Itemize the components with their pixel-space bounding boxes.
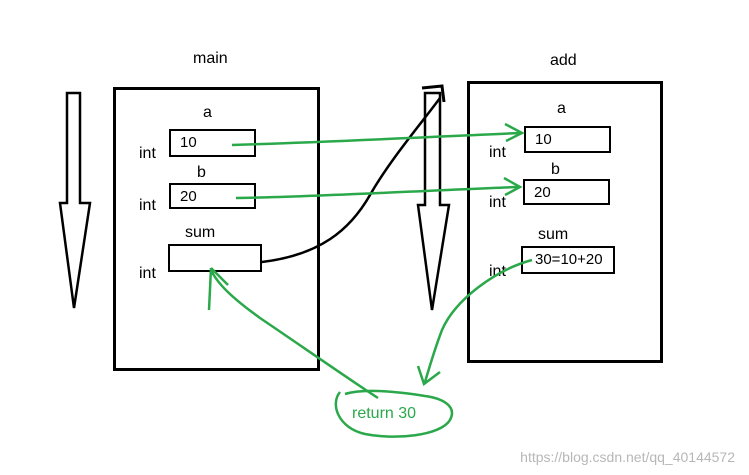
pass-b-arrow — [235, 185, 519, 200]
main-var-b-value: 20 — [169, 183, 256, 209]
pass-a-arrow — [231, 131, 521, 147]
add-var-a-type: int — [489, 144, 506, 161]
pass-b-arrowhead — [503, 176, 523, 197]
main-frame — [113, 87, 320, 371]
result-to-return-arrowhead — [416, 365, 441, 387]
return-to-main-curve — [209, 269, 379, 400]
main-var-sum-name: sum — [185, 224, 216, 241]
main-var-b-type: int — [139, 197, 156, 214]
add-var-a-name: a — [557, 100, 566, 117]
add-var-a-value: 10 — [524, 126, 611, 153]
return-bubble — [334, 389, 454, 438]
main-var-sum-type: int — [139, 265, 156, 282]
watermark: https://blog.csdn.net/qq_40144572 — [520, 449, 735, 465]
main-var-a-type: int — [139, 145, 156, 162]
pass-a-arrowhead — [504, 122, 525, 143]
result-to-return-curve — [423, 258, 533, 383]
main-var-a-name: a — [203, 104, 212, 121]
add-var-b-type: int — [489, 194, 506, 211]
main-title: main — [193, 50, 228, 67]
return-to-main-arrowhead — [207, 267, 229, 311]
return-label: return 30 — [352, 405, 417, 422]
add-var-sum-value: 30=10+20 — [521, 246, 615, 274]
stack-direction-arrow-middle — [416, 91, 451, 311]
sum-call-curve — [261, 97, 442, 264]
add-var-b-name: b — [551, 161, 560, 178]
main-var-b-name: b — [197, 164, 206, 181]
add-var-b-value: 20 — [523, 179, 610, 205]
add-title: add — [550, 52, 577, 69]
stack-arrow-top-cap — [421, 84, 446, 103]
add-frame — [467, 81, 663, 363]
add-var-sum-name: sum — [538, 226, 569, 243]
stack-direction-arrow-left — [58, 91, 92, 309]
